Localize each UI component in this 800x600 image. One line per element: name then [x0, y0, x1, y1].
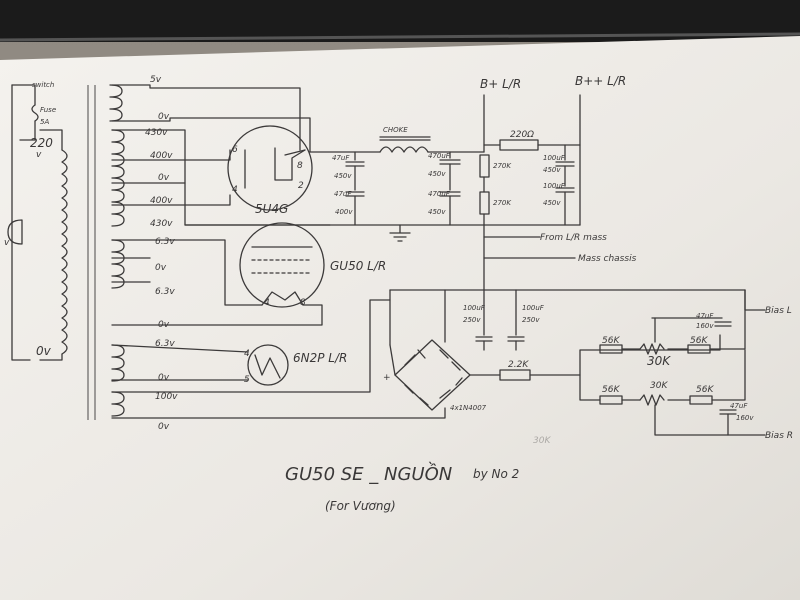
bias-l-label: Bias L: [765, 306, 792, 316]
primary-left-label: v: [4, 238, 10, 248]
c8-volt: 250v: [522, 316, 540, 324]
power-transformer: [7, 84, 96, 420]
rect-pin2: 2: [298, 181, 304, 191]
bridge-plus: +: [383, 373, 391, 383]
b-plus-plus-label: B++ L/R: [575, 74, 626, 88]
choke-label: CHOKE: [383, 126, 408, 134]
c4-volt: 450v: [428, 208, 446, 216]
pot-30k-a: 30K: [647, 354, 671, 368]
r-56k-a: 56K: [602, 336, 620, 346]
c-bias-a-value: 47uF: [696, 312, 714, 320]
output-tube-label: GU50 L/R: [330, 259, 386, 273]
c7-volt: 250v: [463, 316, 481, 324]
c6-volt: 450v: [543, 199, 561, 207]
r-series-label: 220Ω: [510, 130, 534, 140]
c-bias-b-value: 47uF: [730, 402, 748, 410]
bias-supply: [389, 289, 766, 436]
drv-pin5: 5: [244, 375, 250, 385]
b-plus-label: B+ L/R: [480, 77, 521, 91]
sec-100v: 100v: [155, 392, 178, 402]
sec-5v: 5v: [150, 75, 162, 85]
switch-label: switch: [32, 81, 54, 89]
sec-0v-e: 0v: [158, 373, 170, 383]
output-tube-gu50: [239, 222, 325, 308]
fuse-label: Fuse: [40, 106, 56, 114]
rect-pin8: 8: [297, 161, 303, 171]
c6-value: 100uF: [543, 182, 566, 190]
rect-pin6: 6: [232, 145, 238, 155]
c8-value: 100uF: [522, 304, 545, 312]
r1-label: 270K: [493, 162, 512, 170]
c1-volt: 450v: [334, 172, 352, 180]
sec-400v-b: 400v: [150, 196, 173, 206]
c-bias-b-volt: 160v: [736, 414, 754, 422]
out-pin8: 8: [300, 298, 306, 308]
r-56k-c: 56K: [602, 385, 620, 395]
schematic-title: GU50 SE _ NGUỒN: [285, 461, 452, 485]
c-bias-a-volt: 160v: [696, 322, 714, 330]
r-56k-d: 56K: [696, 385, 714, 395]
c3-volt: 450v: [428, 170, 446, 178]
c2-value: 47uF: [334, 190, 352, 198]
sec-63v: 6.3v: [155, 237, 175, 247]
out-pin4: 4: [264, 298, 270, 308]
sec-0v-c: 0v: [155, 263, 167, 273]
rect-pin4: 4: [232, 185, 238, 195]
sec-0v-a: 0v: [158, 112, 170, 122]
c7-value: 100uF: [463, 304, 486, 312]
c4-value: 470uF: [428, 190, 451, 198]
r-56k-b: 56K: [690, 336, 708, 346]
fuse-rating: 5A: [40, 118, 49, 126]
sec-430v-a: 430v: [145, 128, 168, 138]
c1-value: 47uF: [332, 154, 350, 162]
b-plus-supply: [184, 94, 581, 291]
schematic-author: by No 2: [473, 467, 519, 481]
sec-430v-b: 430v: [150, 219, 173, 229]
c5-volt: 450v: [543, 166, 561, 174]
faint-30k: 30K: [533, 436, 551, 446]
pot-30k-b: 30K: [650, 381, 668, 391]
r-bridge-label: 2.2K: [508, 360, 529, 370]
sec-0v-d: 0v: [158, 320, 170, 330]
c3-value: 470uF: [428, 152, 451, 160]
rectifier-tube-5u4g: [227, 125, 313, 211]
bridge-label: 4x1N4007: [450, 404, 487, 412]
mass-chassis-label: Mass chassis: [578, 254, 637, 264]
top-frame-edge: [0, 32, 800, 42]
primary-unit: v: [36, 150, 42, 160]
rectifier-tube-label: 5U4G: [255, 202, 288, 216]
from-mass-label: From L/R mass: [540, 233, 607, 243]
primary-voltage: 220: [30, 136, 53, 150]
sec-0v-b: 0v: [158, 173, 170, 183]
drv-pin4: 4: [244, 349, 250, 359]
sec-400v-a: 400v: [150, 151, 173, 161]
sec-0v-f: 0v: [158, 422, 170, 432]
paper-sheet: [0, 36, 800, 600]
c2-volt: 400v: [335, 208, 353, 216]
primary-bottom-label: 0v: [36, 344, 52, 358]
sec-63v-b: 6.3v: [155, 287, 175, 297]
bias-r-label: Bias R: [765, 431, 793, 441]
c5-value: 100uF: [543, 154, 566, 162]
sec-63v-c: 6.3v: [155, 339, 175, 349]
schematic-dedication: (For Vương): [325, 499, 396, 513]
r2-label: 270K: [493, 199, 512, 207]
driver-tube-6n2p: [247, 344, 289, 386]
driver-tube-label: 6N2P L/R: [293, 351, 347, 365]
